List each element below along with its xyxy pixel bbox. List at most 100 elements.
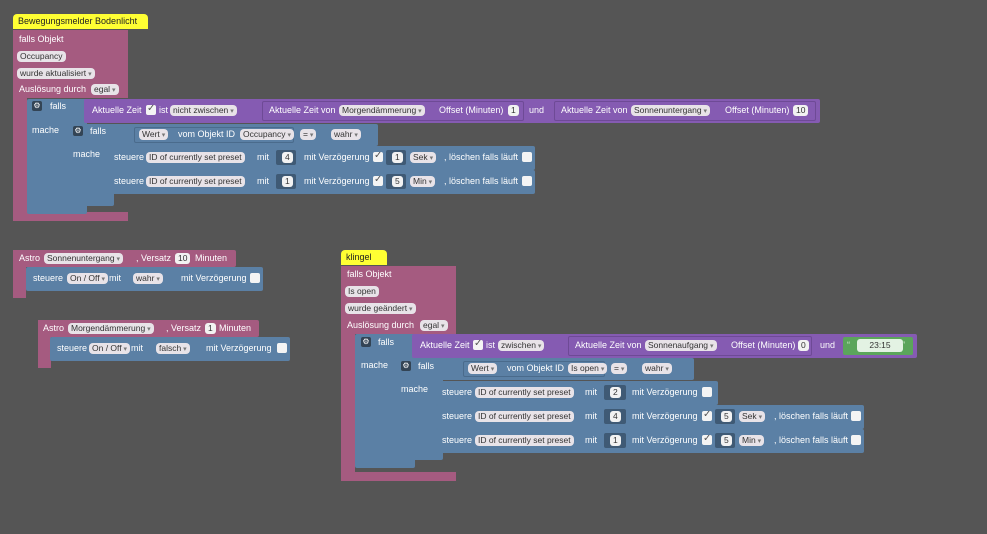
inner-if-label: falls: [90, 126, 107, 136]
eq-dropdown[interactable]: =: [300, 129, 317, 140]
clear-checkbox[interactable]: [851, 411, 861, 421]
to-offset[interactable]: 10: [793, 105, 809, 116]
falls-objekt-label: falls Objekt: [347, 269, 392, 279]
versatz-number[interactable]: 10: [175, 253, 191, 264]
und-label: und: [529, 105, 545, 115]
gear-icon[interactable]: ⚙: [401, 361, 411, 371]
vom-objekt-label: vom Objekt ID: [178, 129, 236, 139]
delay-label: mit Verzögerung: [304, 176, 370, 186]
script2-comment[interactable]: klingel: [341, 250, 387, 265]
object-field[interactable]: Is open: [345, 286, 379, 297]
target-field[interactable]: ID of currently set preset: [475, 411, 574, 422]
eq-dropdown[interactable]: =: [611, 363, 628, 374]
delay-checkbox[interactable]: [702, 409, 712, 421]
script1-comment[interactable]: Bewegungsmelder Bodenlicht: [13, 14, 148, 29]
value-number[interactable]: 1: [282, 176, 293, 187]
object-field[interactable]: Occupancy: [17, 51, 66, 62]
inner-mache-label: mache: [73, 149, 101, 159]
astro2-left-bar: [38, 320, 51, 368]
unit-dropdown[interactable]: Sek: [410, 152, 437, 163]
ist-checkbox[interactable]: [473, 338, 483, 350]
clear-label: , löschen falls läuft: [774, 411, 849, 421]
value-dropdown[interactable]: wahr: [133, 273, 163, 284]
target-dropdown[interactable]: On / Off: [67, 273, 109, 284]
delay-checkbox[interactable]: [373, 174, 383, 186]
clear-checkbox[interactable]: [851, 435, 861, 445]
astro1-left-bar: [13, 250, 26, 298]
inner-mache-label: mache: [401, 384, 429, 394]
to-time-string[interactable]: 23:15: [857, 339, 903, 352]
delay-number[interactable]: 1: [392, 152, 403, 163]
value-dropdown[interactable]: wahr: [642, 363, 672, 374]
inner-if-block[interactable]: [395, 358, 443, 460]
wert-dropdown[interactable]: Wert: [139, 129, 169, 140]
object-id-field[interactable]: Occupancy: [240, 129, 294, 140]
from-dropdown[interactable]: Sonnenaufgang: [645, 340, 717, 351]
astro-event-dropdown[interactable]: Morgendämmerung: [68, 323, 154, 334]
clear-checkbox[interactable]: [522, 152, 532, 162]
mit-label: mit: [585, 435, 597, 445]
unit-dropdown[interactable]: Min: [410, 176, 436, 187]
object-id-field[interactable]: Is open: [568, 363, 608, 374]
offset-label: Offset (Minuten): [439, 105, 504, 115]
ausloesung-dropdown[interactable]: egal: [91, 84, 119, 95]
ist-label: ist: [159, 105, 168, 115]
ist-checkbox[interactable]: [146, 103, 156, 115]
trigger-mode-dropdown[interactable]: wurde geändert: [345, 303, 416, 314]
trigger-mode-dropdown[interactable]: wurde aktualisiert: [17, 68, 95, 79]
operator-dropdown[interactable]: nicht zwischen: [170, 105, 237, 116]
astro-event-dropdown[interactable]: Sonnenuntergang: [44, 253, 124, 264]
vom-objekt-label: vom Objekt ID: [507, 363, 565, 373]
unit-dropdown[interactable]: Min: [739, 435, 765, 446]
delay-label: mit Verzögerung: [206, 343, 272, 353]
value-dropdown[interactable]: falsch: [156, 343, 190, 354]
delay-checkbox[interactable]: [250, 273, 260, 283]
mit-label: mit: [585, 387, 597, 397]
target-field[interactable]: ID of currently set preset: [475, 435, 574, 446]
falls-objekt-label: falls Objekt: [19, 34, 64, 44]
delay-number[interactable]: 5: [392, 176, 403, 187]
versatz-number[interactable]: 1: [205, 323, 216, 334]
mit-label: mit: [257, 176, 269, 186]
value-dropdown[interactable]: wahr: [331, 129, 361, 140]
from-label: Aktuelle Zeit von: [269, 105, 336, 115]
inner-if-block[interactable]: [66, 124, 114, 206]
clear-label: , löschen falls läuft: [444, 176, 519, 186]
ausloesung-label: Auslösung durch: [19, 84, 87, 94]
from-offset[interactable]: 0: [798, 340, 809, 351]
target-dropdown[interactable]: On / Off: [89, 343, 131, 354]
inner-if-label: falls: [418, 361, 435, 371]
delay-checkbox[interactable]: [702, 433, 712, 445]
delay-checkbox[interactable]: [702, 387, 712, 397]
target-field[interactable]: ID of currently set preset: [475, 387, 574, 398]
target-field[interactable]: ID of currently set preset: [146, 176, 245, 187]
delay-number[interactable]: 5: [721, 435, 732, 446]
wert-dropdown[interactable]: Wert: [468, 363, 498, 374]
value-number[interactable]: 4: [282, 152, 293, 163]
delay-number[interactable]: 5: [721, 411, 732, 422]
gear-icon[interactable]: ⚙: [361, 337, 371, 347]
if-label: falls: [378, 337, 395, 347]
ausloesung-label: Auslösung durch: [347, 320, 415, 330]
versatz-label: , Versatz: [136, 253, 172, 263]
script2-footer: [341, 472, 456, 481]
target-field[interactable]: ID of currently set preset: [146, 152, 245, 163]
gear-icon[interactable]: ⚙: [73, 126, 83, 136]
from-dropdown[interactable]: Morgendämmerung: [339, 105, 425, 116]
operator-dropdown[interactable]: zwischen: [498, 340, 545, 351]
aktuelle-zeit-label: Aktuelle Zeit: [92, 105, 142, 115]
gear-icon[interactable]: ⚙: [32, 101, 42, 111]
steuere-label: steuere: [442, 435, 473, 445]
delay-checkbox[interactable]: [373, 150, 383, 162]
delay-checkbox[interactable]: [277, 343, 287, 353]
value-number[interactable]: 2: [610, 387, 621, 398]
steuere-label: steuere: [114, 152, 145, 162]
value-number[interactable]: 1: [610, 435, 621, 446]
quote-close-icon: ”: [902, 340, 905, 350]
value-number[interactable]: 4: [610, 411, 621, 422]
from-offset[interactable]: 1: [508, 105, 519, 116]
ausloesung-dropdown[interactable]: egal: [420, 320, 448, 331]
unit-dropdown[interactable]: Sek: [739, 411, 766, 422]
clear-checkbox[interactable]: [522, 176, 532, 186]
to-dropdown[interactable]: Sonnenuntergang: [631, 105, 711, 116]
